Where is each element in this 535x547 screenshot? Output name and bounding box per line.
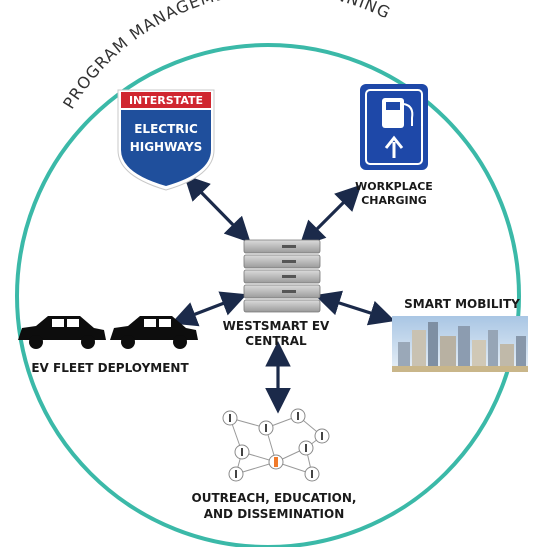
city-skyline-icon [392, 316, 528, 372]
charging-station-sign-icon [360, 84, 428, 170]
program-ring [15, 43, 521, 547]
arrow-fleet [171, 291, 247, 327]
shield-line2: HIGHWAYS [130, 140, 203, 154]
mobility-label: SMART MOBILITY [404, 297, 520, 311]
server-stack-icon [243, 239, 321, 313]
arrow-highways [183, 174, 251, 243]
interstate-shield-icon: INTERSTATE ELECTRIC HIGHWAYS [117, 89, 215, 191]
shield-line1: ELECTRIC [134, 122, 198, 136]
arrow-mobility [314, 290, 396, 326]
fleet-cars-icon [18, 316, 198, 349]
outreach-label-line2: AND DISSEMINATION [204, 507, 345, 521]
highlight-person-icon [274, 457, 278, 467]
connector-arrows [171, 174, 396, 414]
outreach-label-line1: OUTREACH, EDUCATION, [192, 491, 357, 505]
fleet-label: EV FLEET DEPLOYMENT [31, 361, 189, 375]
shield-top-text: INTERSTATE [129, 94, 203, 107]
people-network-icon [222, 408, 330, 482]
center-label-line1: WESTSMART EV [223, 319, 330, 333]
workplace-label-line1: WORKPLACE [355, 180, 433, 193]
arrow-workplace [299, 184, 362, 247]
center-label-line2: CENTRAL [245, 334, 307, 348]
workplace-label-line2: CHARGING [361, 194, 427, 207]
